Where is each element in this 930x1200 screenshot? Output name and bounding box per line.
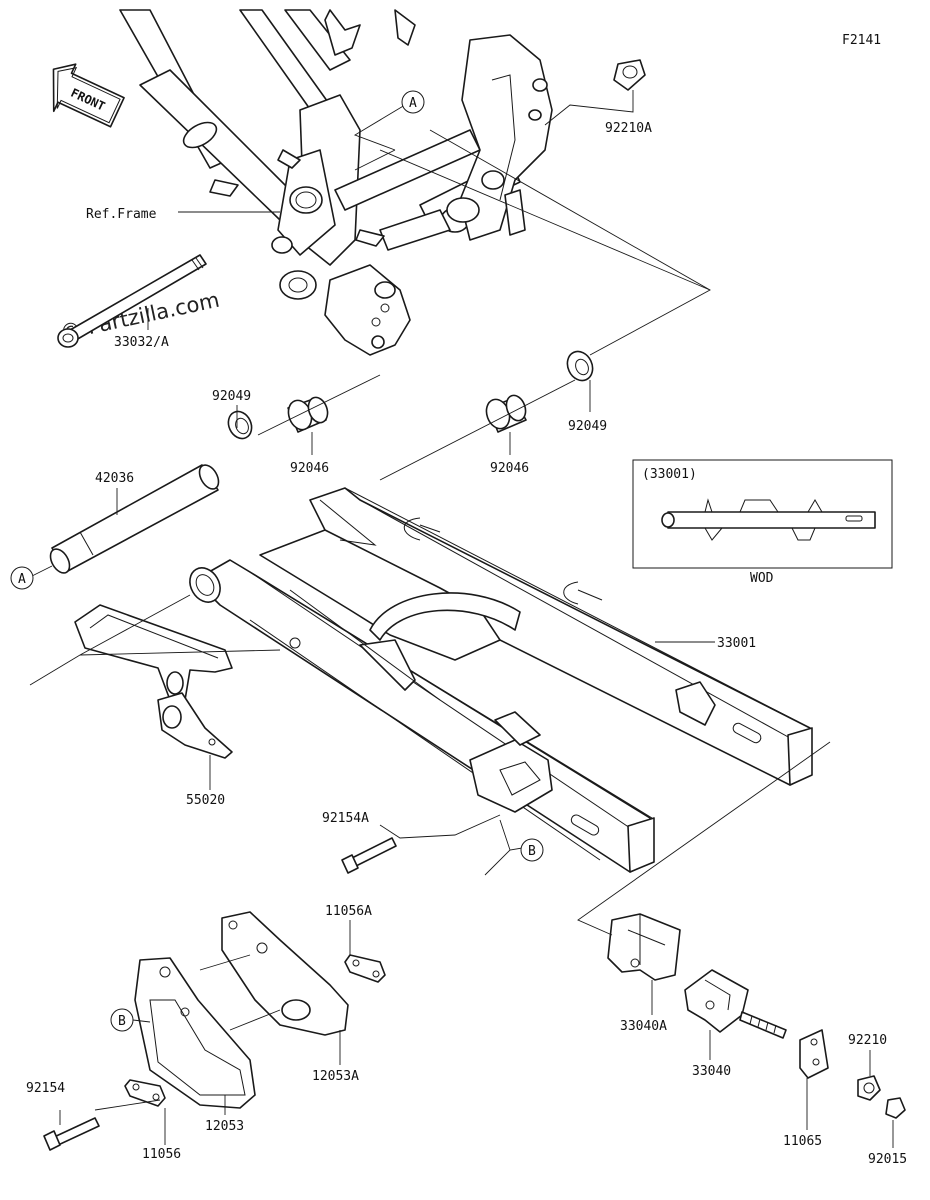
callout-b-upper-label: B xyxy=(528,844,536,859)
chain-adjuster-drawing xyxy=(607,913,906,1119)
part-label: 55020 xyxy=(186,793,225,808)
part-label: 33032/A xyxy=(114,335,169,350)
front-arrow-icon: FRONT xyxy=(52,63,125,128)
part-label: 92049 xyxy=(568,419,607,434)
wod-caption: WOD xyxy=(750,571,774,586)
part-label: 11056 xyxy=(142,1147,181,1162)
part-label: 33040 xyxy=(692,1064,731,1079)
callout-b-lower: B xyxy=(110,1008,134,1032)
chain-guard-drawing xyxy=(74,604,233,759)
callout-a-lower: A xyxy=(10,566,34,590)
part-label: 92210A xyxy=(605,121,652,136)
nut-92210a-drawing xyxy=(613,59,646,91)
leader-lines xyxy=(29,90,894,1148)
part-label: 92046 xyxy=(290,461,329,476)
callout-b-upper: B xyxy=(520,838,544,862)
chain-slider-drawing xyxy=(43,911,386,1151)
callout-a-top: A xyxy=(401,90,425,114)
wod-inset: (33001) WOD xyxy=(632,459,893,586)
pivot-shaft-drawing xyxy=(49,464,220,574)
part-label: 42036 xyxy=(95,471,134,486)
part-label: 92046 xyxy=(490,461,529,476)
part-label: 92210 xyxy=(848,1033,887,1048)
swingarm-drawing xyxy=(189,487,813,873)
part-label: 33040A xyxy=(620,1019,667,1034)
callout-b-lower-label: B xyxy=(118,1014,126,1029)
part-label: 12053 xyxy=(205,1119,244,1134)
part-label: 11065 xyxy=(783,1134,822,1149)
part-label: 92015 xyxy=(868,1152,907,1167)
bolt-92154a-drawing xyxy=(341,837,397,874)
part-label: 92154 xyxy=(26,1081,65,1096)
part-label: 11056A xyxy=(325,904,372,919)
part-label: 92154A xyxy=(322,811,369,826)
callout-a-top-label: A xyxy=(409,96,417,111)
ref-frame-label: Ref.Frame xyxy=(86,207,157,222)
pivot-bolt-drawing xyxy=(57,254,207,348)
part-label: 92049 xyxy=(212,389,251,404)
part-label: 33001 xyxy=(717,636,756,651)
diagram-id: F2141 xyxy=(842,33,881,48)
bearing-drawings xyxy=(227,350,594,440)
part-label: 12053A xyxy=(312,1069,359,1084)
wod-part-label: (33001) xyxy=(642,467,697,482)
frame-drawing xyxy=(119,9,553,356)
callout-a-lower-label: A xyxy=(18,572,26,587)
